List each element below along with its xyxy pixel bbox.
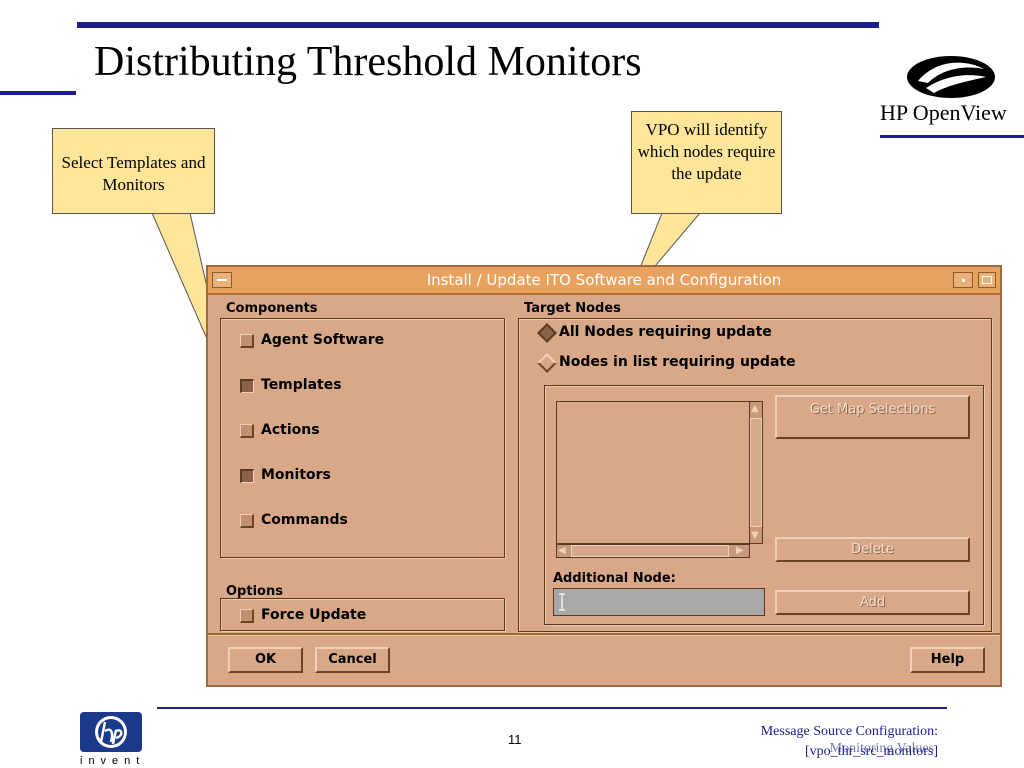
window-menu-icon[interactable]	[212, 272, 232, 288]
minimize-icon[interactable]	[953, 272, 973, 288]
dialog-title: Install / Update ITO Software and Config…	[426, 271, 782, 289]
top-rule	[77, 22, 879, 28]
right-rule	[880, 135, 1024, 138]
templates-label: Templates	[261, 377, 342, 393]
scroll-left-icon[interactable]: ◀	[558, 545, 566, 556]
vertical-scroll-thumb[interactable]	[750, 418, 762, 527]
nodes-in-list-label: Nodes in list requiring update	[559, 354, 796, 370]
node-listbox[interactable]	[556, 401, 750, 544]
text-cursor-icon	[559, 593, 565, 611]
callout-vpo-identify: VPO will identify which nodes require th…	[631, 111, 782, 214]
horizontal-scroll-thumb[interactable]	[571, 545, 729, 557]
force-update-checkbox[interactable]	[240, 609, 254, 623]
target-nodes-label: Target Nodes	[524, 301, 621, 316]
footer-rule	[157, 707, 947, 709]
agent-software-label: Agent Software	[261, 332, 385, 348]
invent-tagline: invent	[80, 755, 146, 767]
components-group	[220, 318, 505, 558]
scroll-up-icon[interactable]: ▲	[751, 403, 759, 414]
brand-text: HP OpenView	[880, 100, 1007, 125]
slide-title: Distributing Threshold Monitors	[94, 39, 642, 85]
additional-node-input[interactable]	[553, 588, 765, 616]
commands-label: Commands	[261, 512, 348, 528]
left-rule	[0, 91, 76, 95]
install-update-dialog: Install / Update ITO Software and Config…	[206, 265, 1002, 687]
options-label: Options	[226, 584, 283, 599]
force-update-label: Force Update	[261, 607, 367, 623]
actions-checkbox[interactable]	[240, 424, 254, 438]
footer-source: Message Source Configuration: [vpo_thr_s…	[761, 722, 938, 762]
monitors-checkbox[interactable]	[240, 469, 254, 483]
hp-logo-icon	[80, 712, 142, 752]
commands-checkbox[interactable]	[240, 514, 254, 528]
maximize-icon[interactable]	[978, 272, 996, 288]
footer-line-1: Message Source Configuration:	[760, 724, 938, 739]
scroll-right-icon[interactable]: ▶	[736, 545, 744, 556]
options-group	[220, 598, 505, 631]
node-list-group	[544, 385, 984, 625]
additional-node-label: Additional Node:	[553, 571, 676, 586]
help-button[interactable]: Help	[910, 647, 985, 673]
agent-software-checkbox[interactable]	[240, 334, 254, 348]
hp-openview-logo-icon	[907, 56, 995, 98]
delete-button[interactable]: Delete	[775, 537, 970, 562]
footer-line-2: [vpo_thr_src_monitors]	[805, 744, 938, 759]
scroll-down-icon[interactable]: ▼	[751, 530, 759, 541]
ok-button[interactable]: OK	[228, 647, 303, 673]
all-nodes-label: All Nodes requiring update	[559, 324, 772, 340]
templates-checkbox[interactable]	[240, 379, 254, 393]
monitors-label: Monitors	[261, 467, 331, 483]
button-bar-separator	[208, 633, 1000, 636]
dialog-titlebar[interactable]: Install / Update ITO Software and Config…	[208, 267, 1000, 295]
callout-select-templates: Select Templates and Monitors	[52, 128, 215, 214]
cancel-button[interactable]: Cancel	[315, 647, 390, 673]
get-map-selections-button[interactable]: Get Map Selections	[775, 395, 970, 439]
add-button[interactable]: Add	[775, 590, 970, 615]
footer-overlay-text: Monitoring Values	[829, 741, 934, 756]
target-nodes-group	[518, 318, 992, 632]
page-number: 11	[508, 732, 522, 747]
components-label: Components	[226, 301, 318, 316]
actions-label: Actions	[261, 422, 320, 438]
